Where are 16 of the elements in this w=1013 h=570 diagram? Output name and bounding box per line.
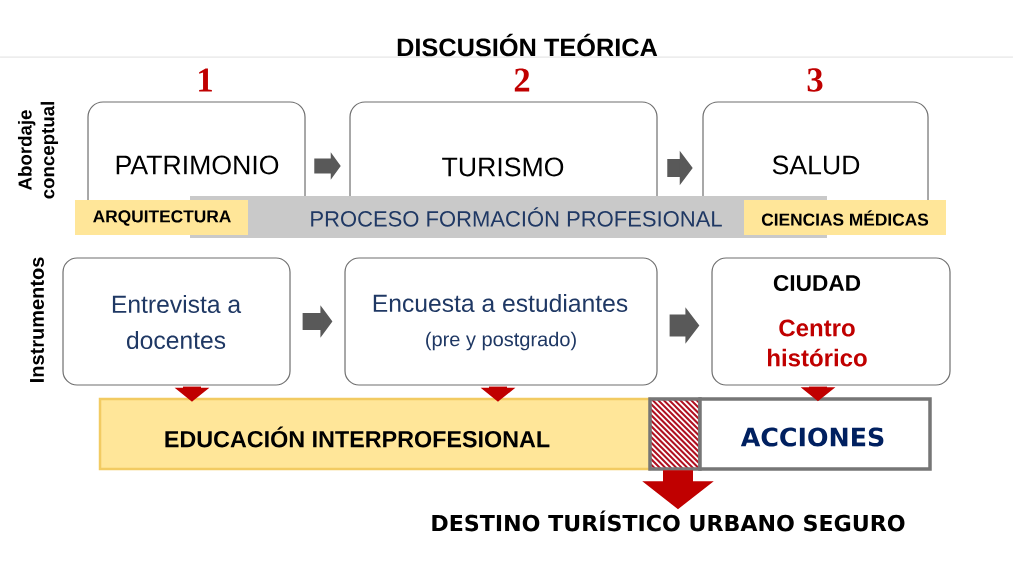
bar: EDUCACIÓN INTERPROFESIONAL <box>98 397 652 471</box>
tag-box: ARQUITECTURA <box>75 200 248 235</box>
rounded-box: Encuesta a estudiantes (pre y postgrado) <box>344 257 658 386</box>
rounded-box: CIUDAD Centro histórico <box>711 257 951 386</box>
bold-heading: DESTINO TURÍSTICO URBANO SEGURO <box>432 510 905 532</box>
rounded-box: SALUD <box>702 101 929 201</box>
row-label: Abordaje conceptual <box>18 102 59 199</box>
step-number: 2 <box>514 68 530 92</box>
step-number: 3 <box>807 68 823 92</box>
rounded-box: Entrevista a docentes <box>62 257 291 386</box>
step-number: 1 <box>199 68 212 92</box>
rounded-box: PATRIMONIO <box>87 101 306 201</box>
title: DISCUSIÓN TEÓRICA <box>397 33 658 57</box>
tag-box: CIENCIAS MÉDICAS <box>744 200 946 235</box>
rounded-box: TURISMO <box>349 101 658 201</box>
row-label: Instrumentos <box>30 257 44 382</box>
